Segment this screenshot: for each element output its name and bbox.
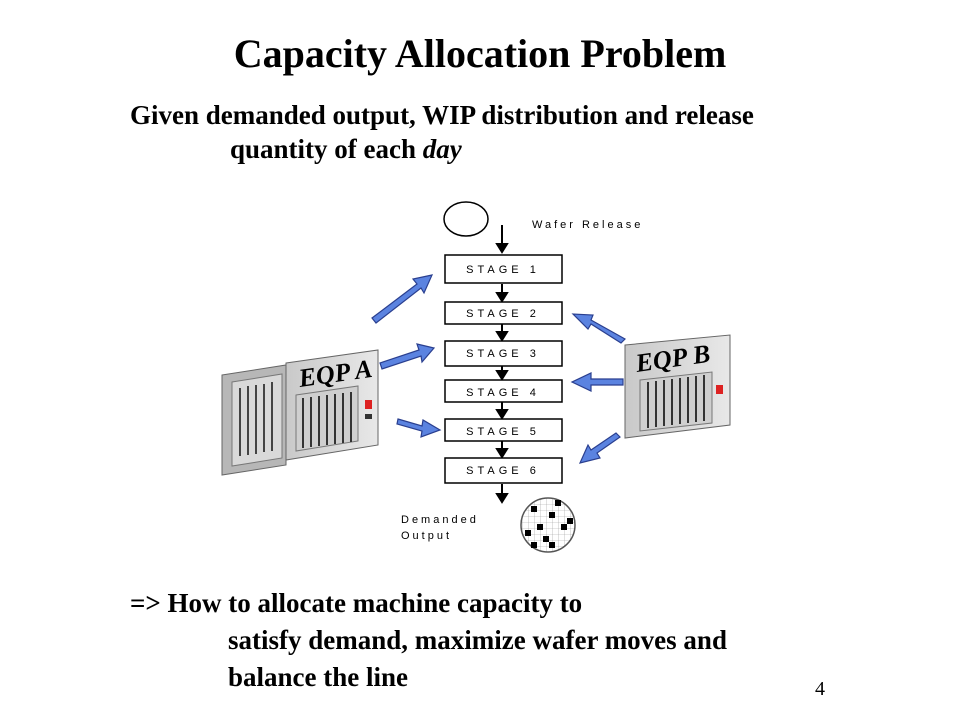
eqp-a-machine: EQP A [221, 349, 379, 476]
stage-5-label: STAGE 5 [466, 426, 540, 438]
arrow-eqp-b-to-stage-4 [570, 372, 624, 392]
question-line-3: balance the line [228, 662, 408, 692]
arrow-eqp-b-to-stage-2 [571, 313, 626, 344]
demanded-output-label-line-1: Demanded [401, 514, 479, 526]
slide-title: Capacity Allocation Problem [233, 31, 727, 76]
stage-2: STAGE 2 [444, 301, 563, 325]
question-line-1: => How to allocate machine capacity to [130, 588, 583, 618]
stage-4-label: STAGE 4 [466, 387, 540, 399]
subtitle-emphasis-day: day [422, 134, 462, 164]
question-text: => How to allocate machine capacity to s… [130, 585, 890, 696]
arrow-eqp-a-to-stage-1 [371, 274, 434, 324]
stage-6: STAGE 6 [444, 457, 563, 484]
arrow-eqp-a-to-stage-5 [396, 418, 442, 438]
stage-5: STAGE 5 [444, 418, 563, 442]
subtitle-line-1: Given demanded output, WIP distribution … [130, 100, 754, 130]
wafer-icon [520, 497, 576, 553]
stage-3: STAGE 3 [444, 340, 563, 367]
wafer-release-node [443, 201, 489, 237]
stage-2-label: STAGE 2 [466, 308, 540, 320]
stage-1: STAGE 1 [444, 254, 563, 284]
subtitle-line-2-text: quantity of each [230, 134, 423, 164]
arrow-eqp-b-to-stage-6 [578, 432, 621, 464]
stage-3-label: STAGE 3 [466, 348, 540, 360]
subtitle: Given demanded output, WIP distribution … [130, 98, 890, 166]
stage-4: STAGE 4 [444, 379, 563, 403]
question-line-2: satisfy demand, maximize wafer moves and [228, 625, 727, 655]
page-number: 4 [815, 678, 825, 700]
subtitle-line-2: quantity of each day [130, 132, 462, 166]
stage-6-label: STAGE 6 [466, 465, 540, 477]
capacity-arrows-eqp-a [371, 274, 442, 438]
demanded-output-label-line-2: Output [401, 530, 452, 542]
flow-arrows [495, 225, 509, 504]
wafer-release-label: Wafer Release [532, 219, 643, 231]
stage-1-label: STAGE 1 [466, 264, 540, 276]
eqp-b-machine: EQP B [624, 334, 731, 439]
capacity-arrows-eqp-b [570, 313, 626, 464]
arrow-eqp-a-to-stage-3 [379, 343, 436, 370]
